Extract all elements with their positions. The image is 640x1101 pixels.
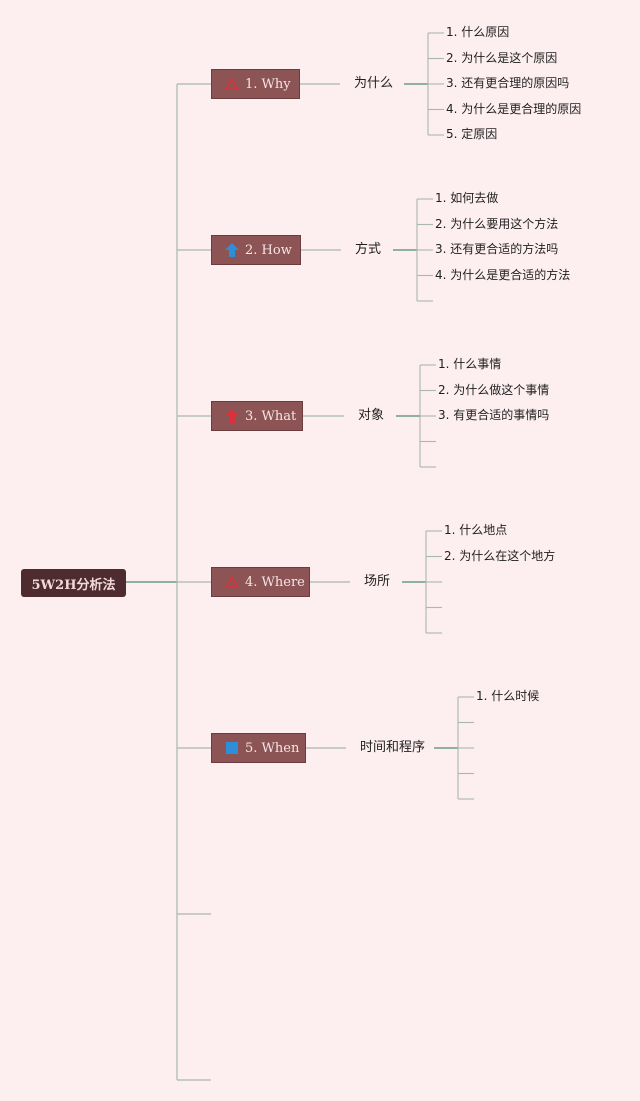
leaf-item[interactable]: 2. 为什么在这个地方 bbox=[444, 548, 556, 563]
leaf-item[interactable]: 3. 有更合适的事情吗 bbox=[438, 408, 550, 422]
root-topic-label: 5W2H分析法 bbox=[31, 577, 116, 593]
topic-label: 2. How bbox=[245, 242, 292, 258]
triangle-outline-red-icon bbox=[225, 575, 239, 588]
topic-label: 4. Where bbox=[245, 574, 305, 590]
topic-label: 3. What bbox=[245, 408, 297, 424]
topic-4[interactable]: 4. Where bbox=[211, 567, 310, 597]
triangle-outline-red-icon bbox=[225, 77, 239, 90]
leaf-item[interactable]: 4. 为什么是更合适的方法 bbox=[435, 267, 571, 282]
subtopic-label[interactable]: 场所 bbox=[364, 574, 391, 589]
leaf-item[interactable]: 2. 为什么是这个原因 bbox=[446, 50, 558, 65]
subtopic-label[interactable]: 方式 bbox=[355, 242, 382, 257]
topic-label: 1. Why bbox=[245, 76, 291, 92]
leaf-item[interactable]: 4. 为什么是更合理的原因 bbox=[446, 101, 582, 116]
topic-1[interactable]: 1. Why bbox=[211, 69, 300, 99]
topic-2[interactable]: 2. How bbox=[211, 235, 301, 265]
square-blue-icon bbox=[226, 742, 238, 754]
leaf-item[interactable]: 1. 什么时候 bbox=[476, 689, 540, 703]
leaf-item[interactable]: 2. 为什么做这个事情 bbox=[438, 382, 550, 397]
topic-3[interactable]: 3. What bbox=[211, 401, 303, 431]
leaf-item[interactable]: 1. 什么地点 bbox=[444, 523, 508, 537]
leaf-item[interactable]: 1. 如何去做 bbox=[435, 191, 499, 205]
leaf-item[interactable]: 1. 什么事情 bbox=[438, 357, 502, 371]
subtopic-label[interactable]: 为什么 bbox=[354, 76, 394, 91]
topic-5[interactable]: 5. When bbox=[211, 733, 306, 763]
leaf-item[interactable]: 2. 为什么要用这个方法 bbox=[435, 216, 559, 231]
arrow-up-red-icon bbox=[225, 409, 239, 423]
subtopic-label[interactable]: 时间和程序 bbox=[360, 740, 426, 755]
leaf-item[interactable]: 1. 什么原因 bbox=[446, 25, 510, 39]
arrow-up-blue-icon bbox=[225, 243, 239, 257]
subtopic-label[interactable]: 对象 bbox=[358, 408, 385, 423]
topic-label: 5. When bbox=[245, 740, 300, 756]
leaf-item[interactable]: 5. 定原因 bbox=[446, 127, 498, 141]
root-topic[interactable]: 5W2H分析法 bbox=[21, 569, 126, 597]
leaf-item[interactable]: 3. 还有更合适的方法吗 bbox=[435, 242, 559, 256]
leaf-item[interactable]: 3. 还有更合理的原因吗 bbox=[446, 76, 570, 90]
